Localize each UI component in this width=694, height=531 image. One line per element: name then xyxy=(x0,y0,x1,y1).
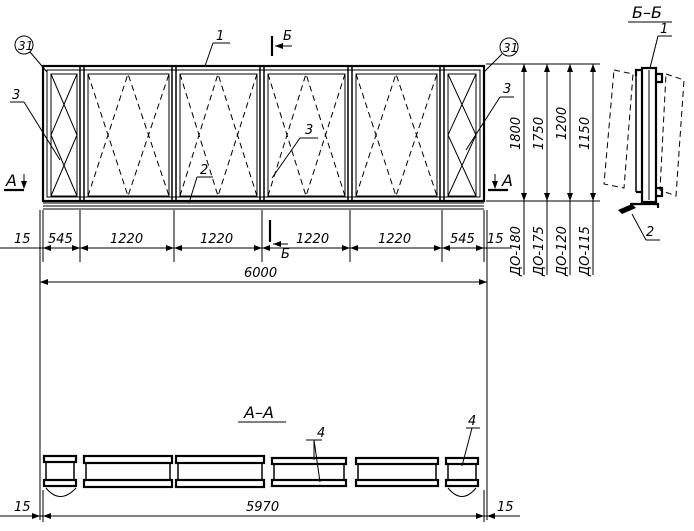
svg-text:2: 2 xyxy=(200,163,208,178)
callout-3-left: 3 xyxy=(10,88,61,161)
level-do-180: ДО-180 xyxy=(509,226,524,277)
node-marker-right: 31 xyxy=(483,37,519,73)
swing-arc-left xyxy=(45,487,77,497)
svg-text:2: 2 xyxy=(646,225,654,240)
dimension-overall-6000: 6000 xyxy=(39,262,488,520)
mullions xyxy=(79,66,445,201)
dimension-chain-top: 15 545 1220 1220 1220 1220 545 15 xyxy=(0,210,510,262)
svg-text:Б: Б xyxy=(281,247,290,262)
section-b-mark-bottom: Б xyxy=(268,220,290,262)
section-bb: Б–Б 1 2 xyxy=(603,3,685,241)
height-1150: 1150 xyxy=(578,117,593,150)
dim-1220-c: 1220 xyxy=(296,232,329,247)
node-label: 31 xyxy=(503,41,518,55)
node-label: 31 xyxy=(18,39,33,53)
svg-text:1: 1 xyxy=(660,22,668,37)
svg-text:6000: 6000 xyxy=(244,266,277,281)
dim-545-left: 545 xyxy=(48,232,73,247)
dim-545-right: 545 xyxy=(450,232,475,247)
dim-edge-left-aa: 15 xyxy=(14,500,31,515)
node-marker-left: 31 xyxy=(14,35,48,73)
svg-text:3: 3 xyxy=(305,123,313,138)
svg-text:А: А xyxy=(501,171,513,190)
svg-text:Б: Б xyxy=(283,29,292,44)
dim-1220-a: 1220 xyxy=(110,232,143,247)
dim-edge-right-aa: 15 xyxy=(497,500,514,515)
callout-2: 2 xyxy=(188,163,213,204)
section-aa: А–А xyxy=(0,403,520,522)
height-1200: 1200 xyxy=(555,107,570,140)
window-elevation: 31 31 1 2 3 3 xyxy=(4,29,519,262)
svg-text:3: 3 xyxy=(12,88,20,103)
dim-1220-d: 1220 xyxy=(378,232,411,247)
level-do-115: ДО-115 xyxy=(578,226,593,277)
svg-text:4: 4 xyxy=(468,414,476,429)
svg-text:4: 4 xyxy=(317,426,325,441)
height-1800: 1800 xyxy=(509,117,524,150)
vertical-dimensions: 1800 1750 1200 1150 ДО-180 ДО-175 ДО-120… xyxy=(486,63,600,277)
callout-4-right: 4 xyxy=(461,414,480,467)
height-1750: 1750 xyxy=(532,117,547,150)
plan-profiles xyxy=(42,454,480,489)
svg-text:3: 3 xyxy=(503,82,511,97)
svg-text:1: 1 xyxy=(216,29,224,44)
callout-3-mid: 3 xyxy=(271,123,318,179)
opening-diagonals xyxy=(50,72,477,198)
section-a-mark-right: А xyxy=(488,171,513,192)
callout-3-right: 3 xyxy=(465,82,514,151)
level-do-175: ДО-175 xyxy=(532,226,547,277)
section-aa-title: А–А xyxy=(243,403,274,422)
swing-arc-right xyxy=(447,487,477,497)
callout-1: 1 xyxy=(204,29,230,67)
svg-text:А: А xyxy=(5,171,17,190)
level-do-120: ДО-120 xyxy=(555,226,570,277)
section-a-mark-left: А xyxy=(4,171,27,192)
callout-4-mid: 4 xyxy=(306,426,325,483)
dim-edge-right: 15 xyxy=(487,232,504,247)
section-bb-title: Б–Б xyxy=(632,3,662,22)
section-b-mark-top: Б xyxy=(270,29,292,56)
dim-edge-left: 15 xyxy=(14,232,31,247)
dim-1220-b: 1220 xyxy=(200,232,233,247)
dim-5970: 5970 xyxy=(246,500,279,515)
